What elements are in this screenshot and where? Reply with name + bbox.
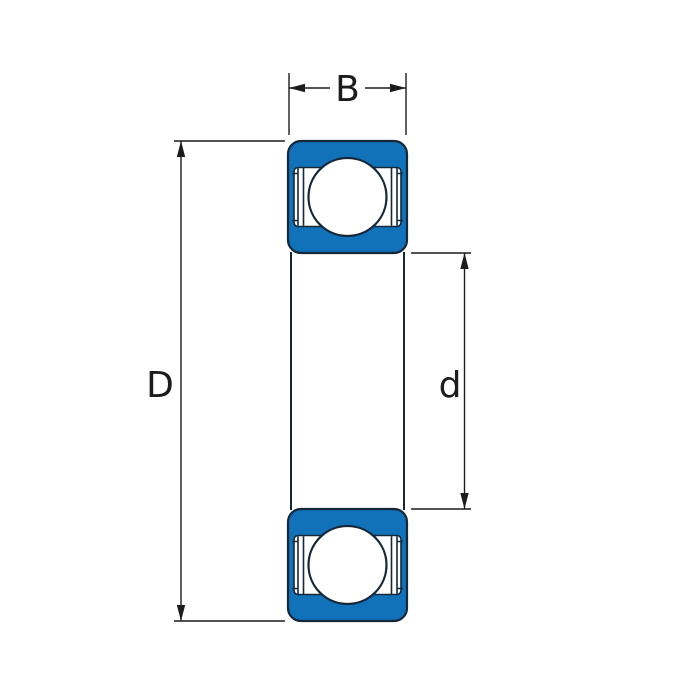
width-label: B xyxy=(335,69,360,110)
dim-d-outer-extension-lines xyxy=(174,140,285,622)
dimension-width-B: B xyxy=(288,69,407,135)
bearing-section-bottom xyxy=(286,507,409,623)
bearing-section-top xyxy=(286,139,409,255)
dim-d-bore-arrow-top-icon xyxy=(460,253,469,269)
dim-d-outer-arrow-top-icon xyxy=(176,141,186,157)
dimension-outer-diameter-D: D xyxy=(146,140,285,622)
dimension-bore-diameter-d: d xyxy=(411,252,471,510)
dim-d-outer-arrow-bottom-icon xyxy=(176,605,186,621)
dim-d-bore-extension-lines xyxy=(411,252,471,510)
dim-b-arrow-right-icon xyxy=(390,83,406,93)
outer-diameter-label: D xyxy=(146,365,174,406)
dim-d-bore-arrow-bottom-icon xyxy=(460,493,469,509)
dim-b-extension-lines xyxy=(288,73,407,135)
bearing-face-lines xyxy=(290,252,405,510)
bore-diameter-label: d xyxy=(439,365,462,406)
dim-b-arrow-left-icon xyxy=(289,83,305,93)
